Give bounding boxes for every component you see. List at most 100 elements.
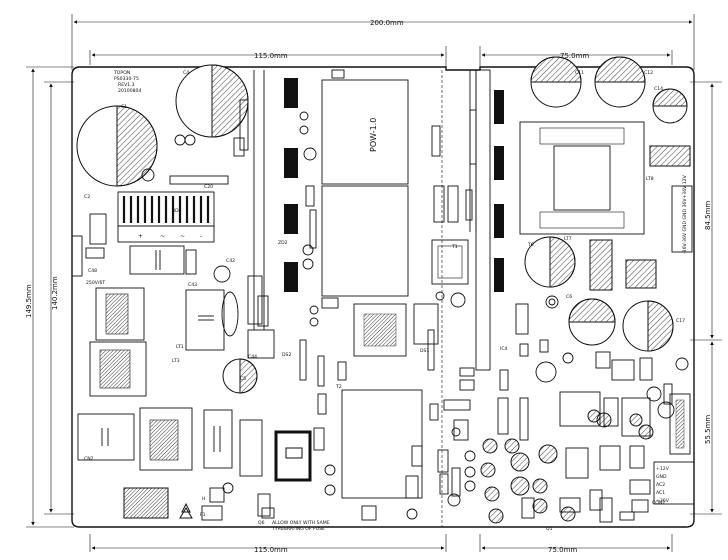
- small-capacitor-field: [480, 409, 654, 524]
- capacitor-c14-block: [331, 69, 345, 79]
- svg-text:C2: C2: [84, 194, 90, 200]
- svg-text:C11: C11: [575, 70, 584, 76]
- component-labels: C1 C4 C11 C12 C14 C6 C17 C2 C5 C20 C42 C…: [84, 70, 685, 532]
- capacitor-c7: [450, 292, 466, 308]
- transformer-t2: [341, 389, 423, 499]
- capacitor-c20: [169, 175, 229, 185]
- svg-text:LT7: LT7: [564, 236, 572, 242]
- svg-text:T6: T6: [527, 242, 534, 248]
- svg-text:LT8: LT8: [646, 176, 654, 182]
- capacitor-small-2: [174, 134, 186, 146]
- output-label-block: +12V GND AC2 AC1 +30V: [656, 466, 670, 504]
- capacitor-c11: [530, 56, 582, 108]
- svg-text:IC4: IC4: [500, 346, 508, 352]
- svg-text:C12: C12: [644, 70, 653, 76]
- svg-text:Q1: Q1: [546, 526, 553, 532]
- dim-left-width-bottom: 115.0mm: [254, 546, 288, 554]
- fuse-f1: [201, 505, 223, 521]
- transformer-label: POW-1.0: [369, 118, 378, 152]
- capacitor-c4: [175, 64, 249, 138]
- svg-text:C4: C4: [183, 70, 189, 76]
- svg-text:+12V: +12V: [656, 466, 670, 472]
- connector-jmp2: [257, 295, 269, 327]
- svg-text:~: ~: [180, 233, 185, 240]
- resistor-r1: [89, 213, 107, 245]
- svg-text:~: ~: [160, 233, 165, 240]
- heatsink-bridge: + ~ ~ -: [117, 191, 215, 243]
- warning-icon-1: [179, 507, 193, 519]
- capacitor-small-3: [184, 134, 196, 146]
- svg-text:+: +: [138, 233, 143, 240]
- svg-text:-: -: [200, 233, 202, 240]
- svg-text:C1: C1: [121, 104, 127, 110]
- ic-ic1: [353, 303, 407, 357]
- svg-text:GND: GND: [656, 474, 667, 480]
- fuse-warning-note-1: ALLOW ONLY WITH SAME: [272, 520, 330, 526]
- varistor-vdr: [222, 482, 234, 494]
- dim-right-width-bottom: 75.0mm: [548, 546, 577, 554]
- dim-right-lower-height: 55.5mm: [704, 415, 712, 444]
- output-terminal-block: [653, 461, 695, 505]
- capacitor-small-1: [141, 168, 155, 182]
- svg-text:BD1: BD1: [172, 208, 182, 214]
- svg-text:DS2: DS2: [282, 352, 291, 358]
- ic-ds1: [413, 303, 439, 345]
- mosfet-column: [284, 78, 298, 292]
- svg-text:PS0330-75: PS0330-75: [114, 76, 139, 82]
- capacitor-c66: [71, 235, 83, 277]
- inductor-lt1: [95, 287, 145, 341]
- capacitor-cx1: [185, 289, 225, 351]
- svg-text:CN2: CN2: [84, 456, 94, 462]
- connector-cn1: [123, 487, 169, 519]
- dim-overall-height: 149.5mm: [25, 284, 33, 318]
- dimension-lines: [26, 14, 722, 552]
- ic-ds2: [247, 329, 275, 359]
- dim-right-width-top: 75.0mm: [560, 52, 589, 60]
- svg-text:C14: C14: [654, 86, 663, 92]
- connector-ft2: [239, 419, 263, 477]
- capacitor-c42: [213, 265, 231, 283]
- svg-text:C44: C44: [248, 354, 257, 360]
- svg-text:T2: T2: [335, 384, 342, 390]
- svg-text:LT3: LT3: [172, 358, 180, 364]
- block-hatched-3: [625, 259, 657, 289]
- inductor-lb1: [233, 137, 245, 157]
- svg-text:C20: C20: [204, 184, 213, 190]
- svg-text:20100804: 20100804: [118, 88, 141, 94]
- dim-right-upper-height: 84.5mm: [704, 201, 712, 230]
- warning-icon-2: [181, 502, 191, 513]
- svg-text:CON2: CON2: [652, 500, 665, 506]
- svg-text:AC1: AC1: [656, 490, 665, 496]
- connector-jmp6: [285, 447, 303, 459]
- dim-left-width-top: 115.0mm: [254, 52, 288, 60]
- part-number-block: TOPON PS0330-75 REV1.3 20100804: [113, 70, 141, 94]
- capacitor-cy: [203, 409, 233, 469]
- svg-text:C43: C43: [188, 282, 197, 288]
- svg-text:ZD2: ZD2: [278, 240, 288, 246]
- inductor-l7: [221, 291, 239, 337]
- capacitor-c17: [622, 300, 674, 352]
- dim-overall-width: 200.0mm: [370, 19, 404, 27]
- capacitor-c66-right: [568, 298, 616, 346]
- svg-text:H: H: [202, 496, 205, 502]
- board-outline: [71, 66, 695, 528]
- transformer-lt8: [519, 121, 645, 235]
- svg-text:DS1: DS1: [420, 348, 429, 354]
- svg-text:REV1.3: REV1.3: [118, 82, 135, 88]
- svg-text:C5: C5: [240, 376, 246, 382]
- ic-bs1: [274, 430, 312, 482]
- capacitor-c14: [652, 88, 688, 124]
- capacitor-c44: [247, 275, 263, 325]
- capacitor-lt6: [524, 236, 576, 288]
- output-vertical-label: -36V-36V GND GND 36V+36V 12V: [682, 174, 688, 254]
- capacitor-c48: [85, 247, 105, 259]
- svg-text:F1: F1: [200, 512, 206, 518]
- transformer-t1: [431, 239, 469, 285]
- block-hatched-1: [649, 145, 691, 167]
- fuse-warning-note-2: TYPE&RATING OF FUSE: [271, 526, 325, 532]
- ic-ic3: [453, 419, 469, 441]
- transformer-pow: POW-1.0: [321, 79, 409, 297]
- svg-text:C17: C17: [676, 318, 685, 324]
- svg-text:AC2: AC2: [656, 482, 665, 488]
